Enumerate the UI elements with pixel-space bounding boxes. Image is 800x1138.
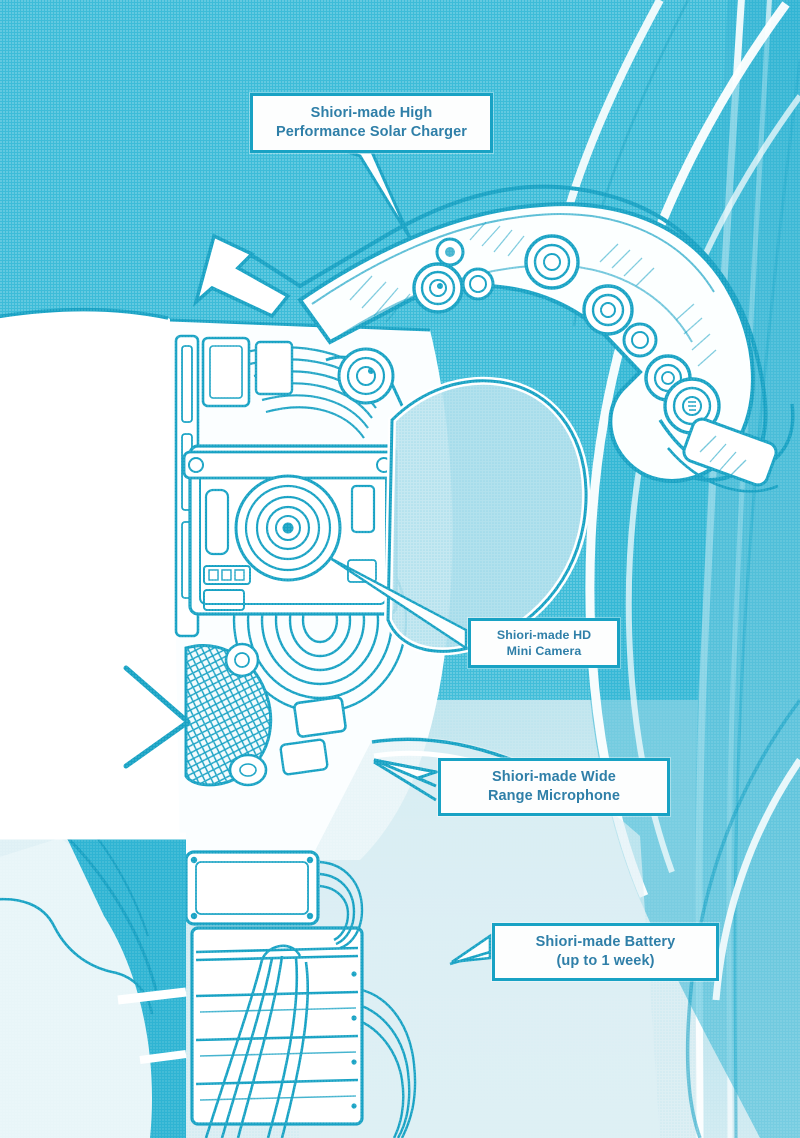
battery-label-line1: Shiori-made Battery [535,934,676,951]
grille-pointer-arrow [123,665,191,769]
battery-stack [184,850,417,1138]
solar-charger-label-line2: Performance Solar Charger [275,124,468,140]
internal-chassis [123,318,453,860]
wide-range-microphone-label-line1: Shiori-made Wide [492,769,616,786]
hinge-arm [325,347,406,411]
solar-charger-callout: Shiori-made High Performance Solar Charg… [250,93,493,153]
headband-arm [192,184,795,493]
band-bolts [412,234,721,435]
collar-clothing [0,832,187,1138]
solar-charger-label-line1: Shiori-made High [310,105,433,122]
battery-callout: Shiori-made Battery (up to 1 week) [492,923,719,981]
wide-range-microphone-label-line2: Range Microphone [487,788,621,804]
camera-leader [329,556,468,651]
hd-mini-camera-label-line2: Mini Camera [506,644,582,658]
mesh-grille [184,642,273,787]
blank-face-plate [0,308,186,845]
callout-leaders [329,150,492,966]
battery-label-line2: (up to 1 week) [556,953,655,969]
hd-mini-camera-label-line1: Shiori-made HD [496,627,592,642]
wide-range-microphone-callout: Shiori-made Wide Range Microphone [438,758,670,816]
band-interior [383,376,591,656]
cable-bundle [204,944,310,1138]
hd-mini-camera-callout: Shiori-made HD Mini Camera [468,618,620,668]
camera-lens-module [182,444,398,616]
